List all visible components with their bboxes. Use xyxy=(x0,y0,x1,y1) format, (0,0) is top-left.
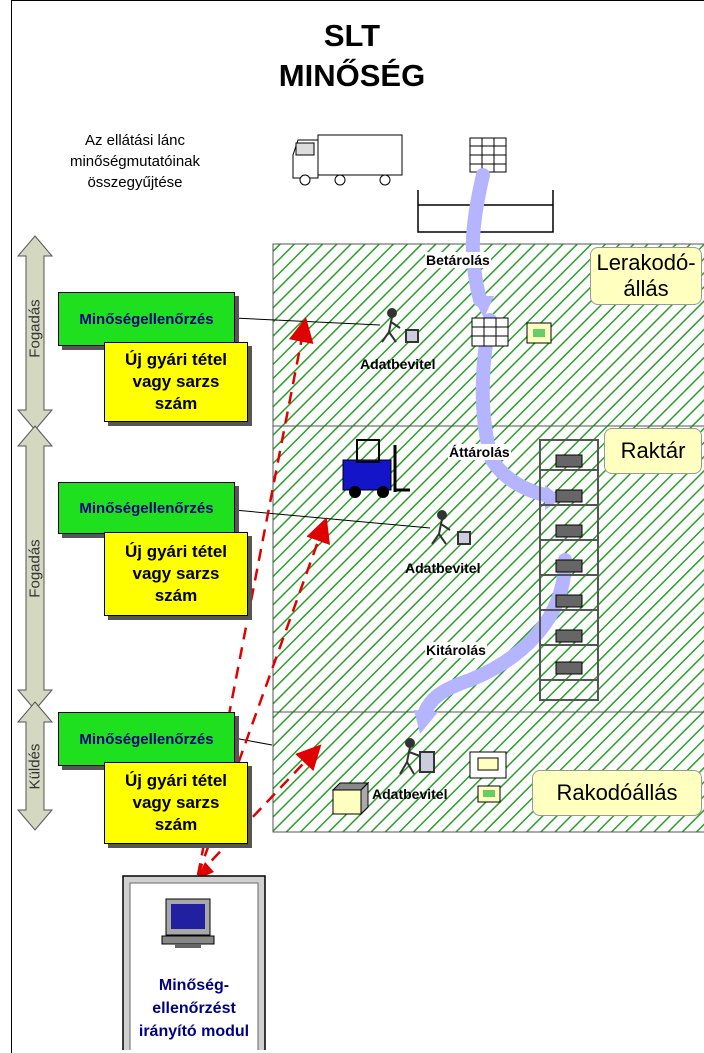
truck-icon xyxy=(292,134,403,186)
computer-icon xyxy=(161,898,215,948)
flow-step-transfer: Áttárolás xyxy=(448,444,511,460)
pallet-icon xyxy=(469,137,507,173)
worker-icon-3 xyxy=(399,738,435,775)
forklift-icon xyxy=(342,439,410,498)
flow-step-picking: Kitárolás xyxy=(425,642,487,658)
rack-pallets xyxy=(555,454,583,675)
dock-icon xyxy=(417,190,554,233)
pallet-unload-icon xyxy=(471,317,509,347)
data-entry-label-1: Adatbevitel xyxy=(360,356,436,372)
side-label-receive-2: Fogadás xyxy=(26,539,44,598)
quality-check-box-3: Minőségellenőrzés xyxy=(58,712,235,766)
package-icon xyxy=(526,322,552,344)
worker-icon-1 xyxy=(381,308,419,343)
flow-arrowhead-2 xyxy=(545,485,562,510)
side-label-send: Küldés xyxy=(26,743,44,790)
side-label-receive-1: Fogadás xyxy=(26,299,44,358)
connector-line-3 xyxy=(233,737,273,746)
control-module-label: Minőség- ellenőrzést irányító modul xyxy=(138,977,250,1040)
subtitle: Az ellátási lánc minőségmutatóinak össze… xyxy=(69,132,201,191)
crate-icon xyxy=(331,781,370,816)
data-entry-label-2: Adatbevitel xyxy=(405,560,481,576)
batch-number-box-2: Új gyári tétel vagy sarzs szám xyxy=(104,532,248,616)
title-line-1: SLT xyxy=(323,18,381,53)
worker-icon-2 xyxy=(431,510,471,545)
zone-label-warehouse: Raktár xyxy=(604,428,702,474)
side-arrow-3 xyxy=(16,701,54,831)
flow-step-putaway: Betárolás xyxy=(425,252,491,268)
flow-arrowhead-1 xyxy=(472,296,494,318)
pallet-load-icon xyxy=(469,751,507,779)
connector-line-2 xyxy=(233,509,431,529)
rack-icon xyxy=(539,439,599,701)
batch-number-box-1: Új gyári tétel vagy sarzs szám xyxy=(104,342,248,422)
zone-label-loading: Rakodóállás xyxy=(532,770,702,816)
flow-arrowhead-3 xyxy=(414,710,438,734)
batch-number-box-3: Új gyári tétel vagy sarzs szám xyxy=(104,762,248,844)
zone-label-unloading: Lerakodó- állás xyxy=(590,247,702,305)
page-frame xyxy=(11,0,704,1053)
package-small-icon xyxy=(477,785,501,803)
data-entry-label-3: Adatbevitel xyxy=(372,786,448,802)
quality-check-box-2: Minőségellenőrzés xyxy=(58,482,235,534)
title-line-2: MINŐSÉG xyxy=(278,58,426,93)
quality-check-box-1: Minőségellenőrzés xyxy=(58,292,235,346)
